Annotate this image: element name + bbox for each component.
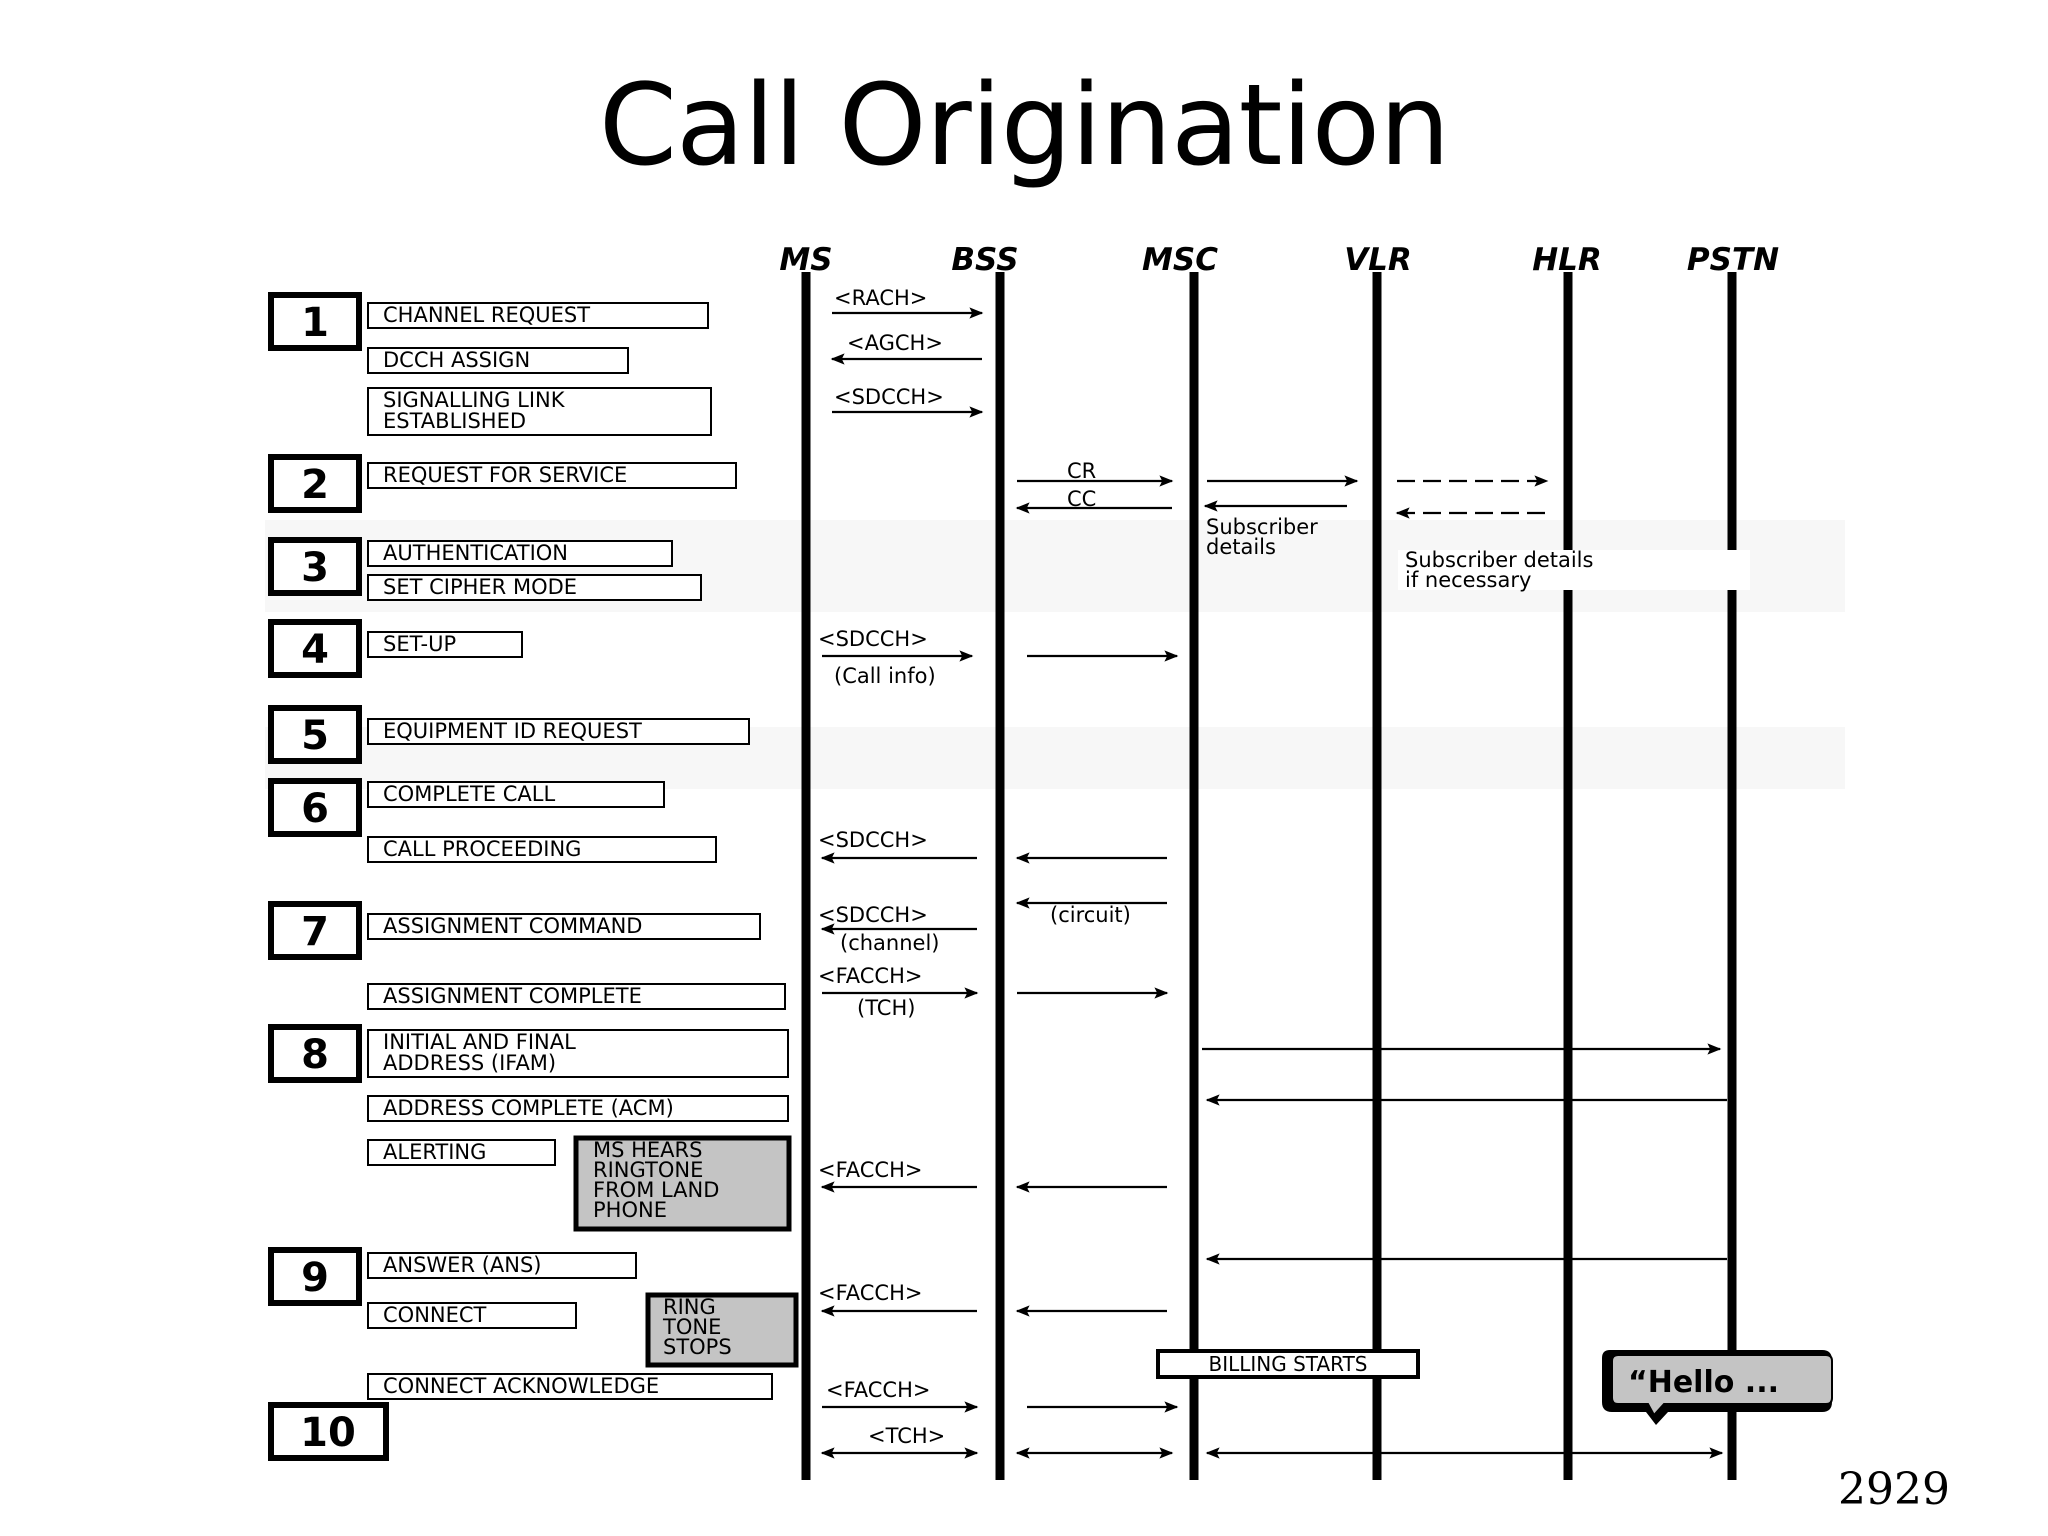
label-box-request-for-service	[367, 462, 737, 489]
note-box-ringtone	[573, 1135, 792, 1232]
step-number-10: 10	[300, 1410, 356, 1456]
label-assignment-command: ASSIGNMENT COMMAND	[383, 914, 642, 938]
msg-label-tch-paren: (TCH)	[857, 996, 915, 1020]
msg-label-facch-alerting: <FACCH>	[818, 1158, 922, 1182]
msg-label-facch-connect: <FACCH>	[818, 1281, 922, 1305]
label-connect: CONNECT	[383, 1303, 487, 1327]
label-box-answer	[367, 1252, 637, 1279]
label-complete-call: COMPLETE CALL	[383, 782, 555, 806]
label-box-connect	[367, 1302, 577, 1329]
msg-label-sdcch-1: <SDCCH>	[834, 385, 944, 409]
label-box-signalling-link	[367, 387, 712, 436]
step-box-8	[268, 1024, 362, 1083]
label-box-assignment-complete	[367, 983, 786, 1010]
subscriber-details-note-bg	[1398, 550, 1750, 590]
note-ring-stops-line3: STOPS	[663, 1335, 732, 1359]
step-number-4: 4	[301, 627, 329, 673]
msg-label-channel: (channel)	[840, 931, 939, 955]
label-box-connect-acknowledge	[367, 1373, 773, 1400]
msg-label-cr: CR	[1067, 459, 1096, 483]
label-answer: ANSWER (ANS)	[383, 1253, 542, 1277]
page-number: 2929	[1838, 1464, 1950, 1515]
step-number-3: 3	[301, 545, 329, 591]
note-ringtone-line4: PHONE	[593, 1198, 667, 1222]
msg-label-call-info: (Call info)	[834, 664, 936, 688]
step-box-2	[268, 454, 362, 513]
label-box-acm	[367, 1095, 789, 1122]
step-number-2: 2	[301, 462, 329, 508]
note-box-ring-stops	[645, 1292, 799, 1368]
label-signalling-link-line2: ESTABLISHED	[383, 409, 526, 433]
label-box-set-cipher-mode	[367, 574, 702, 601]
label-box-dcch-assign	[367, 347, 629, 374]
label-assignment-complete: ASSIGNMENT COMPLETE	[383, 984, 642, 1008]
note-ringtone-line2: RINGTONE	[593, 1158, 703, 1182]
msg-label-tch: <TCH>	[868, 1424, 945, 1448]
msg-label-sdcch-assignment: <SDCCH>	[818, 903, 928, 927]
msg-label-sdcch-call-proceeding: <SDCCH>	[818, 828, 928, 852]
label-box-channel-request	[367, 302, 709, 329]
step-box-7	[268, 901, 362, 960]
slide-title: Call Origination	[598, 61, 1450, 191]
billing-starts-box	[1156, 1349, 1420, 1379]
msg-label-circuit: (circuit)	[1050, 903, 1131, 927]
label-ifam-line2: ADDRESS (IFAM)	[383, 1051, 556, 1075]
label-acm: ADDRESS COMPLETE (ACM)	[383, 1096, 674, 1120]
label-connect-acknowledge: CONNECT ACKNOWLEDGE	[383, 1374, 659, 1398]
label-box-alerting	[367, 1139, 556, 1166]
step-box-10	[268, 1402, 389, 1461]
note-ring-stops-line1: RING	[663, 1295, 716, 1319]
label-box-complete-call	[367, 781, 665, 808]
label-channel-request: CHANNEL REQUEST	[383, 303, 590, 327]
label-box-assignment-command	[367, 913, 761, 940]
hello-label: “Hello ...	[1628, 1365, 1779, 1400]
step-box-5	[268, 705, 362, 764]
msg-label-sdcch-setup: <SDCCH>	[818, 627, 928, 651]
msg-label-subscriber-hlr-line1: Subscriber details	[1405, 548, 1593, 572]
step-number-6: 6	[301, 786, 329, 832]
note-ringtone-line1: MS HEARS	[593, 1138, 702, 1162]
label-request-for-service: REQUEST FOR SERVICE	[383, 463, 627, 487]
step-number-5: 5	[301, 713, 329, 759]
label-call-proceeding: CALL PROCEEDING	[383, 837, 581, 861]
msg-label-subscriber-line1: Subscriber	[1206, 515, 1318, 539]
step-box-1	[268, 292, 362, 351]
step-number-8: 8	[301, 1032, 329, 1078]
step-box-6	[268, 778, 362, 837]
label-alerting: ALERTING	[383, 1140, 486, 1164]
label-dcch-assign: DCCH ASSIGN	[383, 348, 530, 372]
msg-label-subscriber-hlr-line2: if necessary	[1405, 568, 1531, 592]
step-number-7: 7	[301, 909, 329, 955]
label-ifam-line1: INITIAL AND FINAL	[383, 1030, 576, 1054]
label-signalling-link-line1: SIGNALLING LINK	[383, 388, 566, 412]
step-number-1: 1	[301, 300, 329, 346]
label-box-set-up	[367, 631, 523, 658]
entity-label-bss: BSS	[951, 242, 1018, 278]
step-box-4	[268, 619, 362, 678]
msg-label-subscriber-line2: details	[1206, 535, 1276, 559]
label-box-equipment-id-request	[367, 718, 750, 745]
step-box-3	[268, 537, 362, 596]
label-set-up: SET-UP	[383, 632, 456, 656]
entity-label-msc: MSC	[1142, 242, 1218, 278]
label-authentication: AUTHENTICATION	[383, 541, 568, 565]
label-box-authentication	[367, 540, 673, 567]
step-number-9: 9	[301, 1255, 329, 1301]
label-box-ifam	[367, 1029, 789, 1078]
note-ringtone-line3: FROM LAND	[593, 1178, 719, 1202]
note-ring-stops-line2: TONE	[662, 1315, 721, 1339]
billing-starts-label: BILLING STARTS	[1208, 1352, 1367, 1376]
msg-label-cc: CC	[1067, 487, 1096, 511]
label-set-cipher-mode: SET CIPHER MODE	[383, 575, 577, 599]
hello-speech-bubble	[1611, 1354, 1833, 1417]
label-box-call-proceeding	[367, 836, 717, 863]
msg-label-agch: <AGCH>	[847, 331, 943, 355]
label-equipment-id-request: EQUIPMENT ID REQUEST	[383, 719, 642, 743]
msg-label-facch-assignment: <FACCH>	[818, 964, 922, 988]
step-box-9	[268, 1247, 362, 1306]
msg-label-rach: <RACH>	[834, 286, 927, 310]
msg-label-facch-connect-ack: <FACCH>	[826, 1378, 930, 1402]
